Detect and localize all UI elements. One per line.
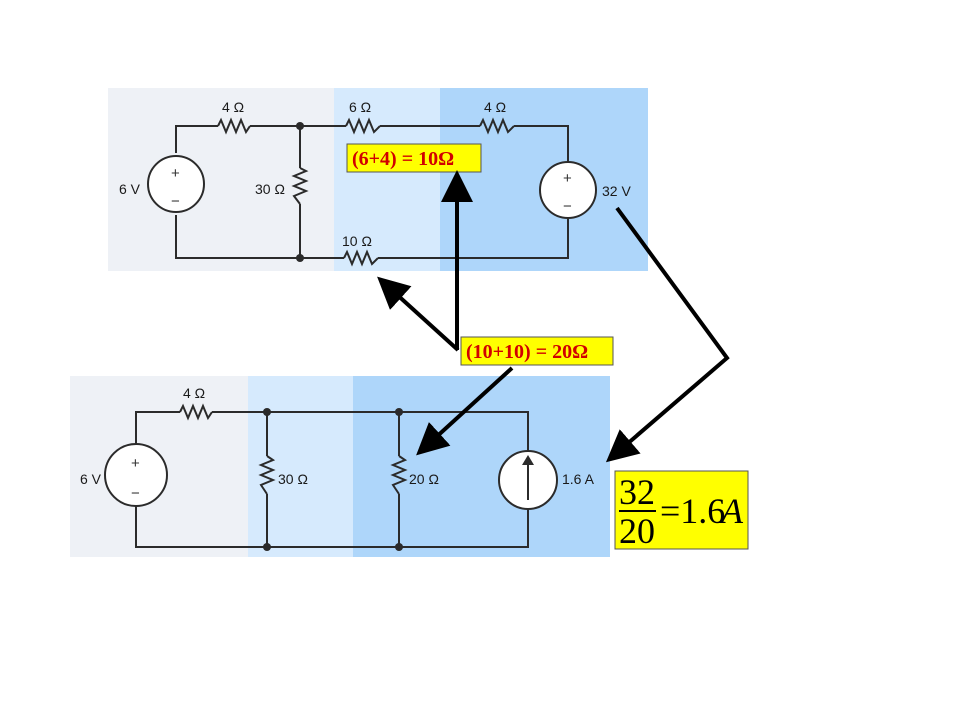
equation-10-plus-10-box — [460, 336, 614, 366]
top-resistor-4-ohm-right-label: 4 Ω — [484, 99, 506, 115]
bottom-resistor-4-ohm-label: 4 Ω — [183, 385, 205, 401]
equation-32-over-20: 32 20 =1.6 A — [614, 470, 749, 551]
bottom-resistor-4-ohm: 4 Ω — [179, 385, 213, 421]
top-resistor-4-ohm-right: 4 Ω — [479, 99, 515, 135]
top-resistor-30-ohm: 30 Ω — [255, 167, 309, 205]
bottom-voltage-source-6v: + − 6 V — [80, 443, 168, 507]
annotation-arrows — [377, 170, 730, 463]
bottom-resistor-30-ohm-label: 30 Ω — [278, 471, 308, 487]
arrow-to-10-ohm — [377, 276, 460, 352]
bottom-source-6v-minus: − — [131, 485, 140, 502]
equation-10-plus-10: (10+10) = 20Ω — [460, 336, 614, 366]
top-node-bottom — [296, 254, 304, 262]
equation-10-plus-10-text: (10+10) = 20Ω — [466, 341, 588, 363]
top-highlight-light-panel — [334, 88, 440, 271]
bottom-current-source: 1.6 A — [498, 450, 595, 510]
top-resistor-30-ohm-label: 30 Ω — [255, 181, 285, 197]
bottom-node-bottom-30 — [263, 543, 271, 551]
top-resistor-4-ohm-left-label: 4 Ω — [222, 99, 244, 115]
top-wires — [175, 125, 569, 259]
top-voltage-source-6v: + − 6 V — [119, 155, 205, 213]
arrow-to-20-ohm — [416, 366, 514, 456]
top-source-32v-minus: − — [563, 198, 572, 215]
bottom-circuit: 4 Ω 30 Ω 20 Ω + − 6 V 1.6 A — [70, 376, 610, 557]
top-source-32v-label: 32 V — [602, 183, 631, 199]
arrow-32v-to-current-source — [605, 206, 730, 463]
fraction-denominator: 20 — [619, 511, 655, 551]
top-source-6v-plus: + — [171, 165, 180, 182]
top-circuit: 4 Ω 6 Ω 4 Ω 30 Ω 10 Ω + − 6 V + — [108, 88, 648, 271]
top-voltage-source-32v: + − 32 V — [539, 161, 631, 219]
bottom-wires — [135, 411, 529, 548]
bottom-resistor-20-ohm: 20 Ω — [390, 455, 439, 495]
top-source-6v-label: 6 V — [119, 181, 141, 197]
fraction-result: =1.6 — [660, 491, 725, 531]
top-node-top — [296, 122, 304, 130]
bottom-source-6v-plus: + — [131, 455, 140, 472]
bottom-source-6v-label: 6 V — [80, 471, 102, 487]
fraction-result-unit: A — [719, 491, 744, 531]
bottom-node-bottom-20 — [395, 543, 403, 551]
equation-6-plus-4-text: (6+4) = 10Ω — [352, 148, 454, 170]
top-resistor-10-ohm-label: 10 Ω — [342, 233, 372, 249]
bottom-highlight-dark-panel — [353, 376, 610, 557]
top-source-6v-minus: − — [171, 193, 180, 210]
bottom-node-top-30 — [263, 408, 271, 416]
fraction-numerator: 32 — [619, 472, 655, 512]
top-resistor-6-ohm: 6 Ω — [345, 99, 381, 135]
top-resistor-4-ohm-left: 4 Ω — [217, 99, 251, 135]
top-resistor-6-ohm-label: 6 Ω — [349, 99, 371, 115]
bottom-resistor-30-ohm: 30 Ω — [258, 455, 308, 495]
current-arrow-head-icon — [522, 455, 534, 465]
top-resistor-10-ohm: 10 Ω — [342, 233, 379, 267]
bottom-node-top-20 — [395, 408, 403, 416]
bottom-current-source-label: 1.6 A — [562, 471, 595, 487]
equation-6-plus-4-box — [346, 143, 482, 173]
top-source-32v-plus: + — [563, 170, 572, 187]
bottom-resistor-20-ohm-label: 20 Ω — [409, 471, 439, 487]
equation-6-plus-4: (6+4) = 10Ω — [346, 143, 482, 173]
